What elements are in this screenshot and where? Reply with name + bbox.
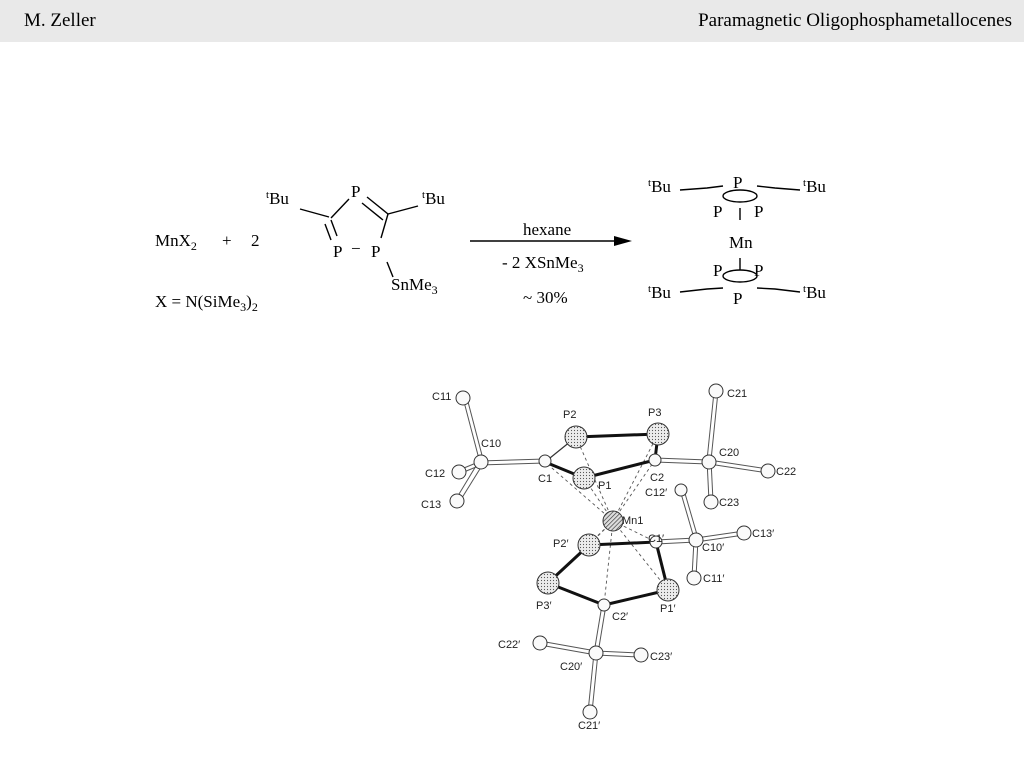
author-name: M. Zeller — [24, 10, 96, 31]
crystal-structure: C11 C10 C12 C13 C1 P2 P3 P1 C2 C21 C20 C… — [421, 383, 796, 732]
atom-label-p3-prime: P3′ — [536, 600, 552, 612]
atom-label-mn1: Mn1 — [622, 515, 643, 527]
atom-label-c11-prime: C11′ — [703, 573, 724, 585]
atom-label-c10: C10 — [481, 438, 501, 450]
atom-label-c21-prime: C21′ — [578, 720, 600, 732]
atom-label-c13: C13 — [421, 499, 441, 511]
atom-label-c11: C11 — [432, 391, 451, 403]
atom-label-c13-prime: C13′ — [752, 528, 774, 540]
tbu-bottom-left: tBu — [648, 283, 671, 302]
arrow-yield: ~ 30% — [523, 288, 568, 307]
atom-label-c20: C20 — [719, 447, 739, 459]
atom-label-p3: P3 — [648, 407, 661, 419]
arrow-byproduct: - 2 XSnMe3 — [502, 253, 584, 275]
atom-label-c12-prime: C12′ — [645, 487, 667, 499]
plus-sign: + — [222, 231, 232, 250]
ring-p-top: P — [351, 182, 361, 201]
slide-header: M. Zeller Paramagnetic Oligophosphametal… — [0, 0, 1024, 42]
slide-title: Paramagnetic Oligophosphametallocenes — [698, 10, 1012, 31]
tbu-bottom-right: tBu — [803, 283, 826, 302]
product-bottom-p-right: P — [754, 261, 764, 280]
atom-label-c23: C23 — [719, 497, 739, 509]
tbu-left-reactant: tBu — [266, 189, 289, 208]
tbu-top-right: tBu — [803, 177, 826, 196]
scheme-bonds — [299, 185, 801, 293]
atom-label-p1-prime: P1′ — [660, 603, 676, 615]
atom-label-c21: C21 — [727, 388, 747, 400]
atom-label-c2-prime: C2′ — [612, 611, 628, 623]
atom-label-p2-prime: P2′ — [553, 538, 569, 550]
coefficient: 2 — [251, 231, 260, 250]
reagent-mnx2: MnX2 — [155, 231, 197, 253]
atom-label-c22-prime: C22′ — [498, 639, 520, 651]
product-top-p-apex: P — [733, 173, 743, 192]
atom-label-c23-prime: C23′ — [650, 651, 672, 663]
ring-pp-bond: − — [351, 239, 361, 258]
tbu-right-reactant: tBu — [422, 189, 445, 208]
atom-label-c22: C22 — [776, 466, 796, 478]
x-definition: X = N(SiMe3)2 — [155, 292, 258, 314]
atom-label-p1: P1 — [598, 480, 611, 492]
atom-label-c2: C2 — [650, 472, 664, 484]
snme3-group: SnMe3 — [391, 275, 438, 297]
product-bottom-p-left: P — [713, 261, 723, 280]
tbu-top-left: tBu — [648, 177, 671, 196]
atom-label-c20-prime: C20′ — [560, 661, 582, 673]
arrow-solvent: hexane — [523, 220, 572, 239]
ring-p-left: P — [333, 242, 343, 261]
atom-label-p2: P2 — [563, 409, 576, 421]
atom-label-c12: C12 — [425, 468, 445, 480]
product-top-p-right: P — [754, 202, 764, 221]
product-metal: Mn — [729, 233, 753, 252]
atom-label-c1-prime: C1′ — [648, 533, 664, 545]
atom-label-c1: C1 — [538, 473, 552, 485]
atom-label-c10-prime: C10′ — [702, 542, 724, 554]
product-top-p-left: P — [713, 202, 723, 221]
product-bottom-p-apex: P — [733, 289, 743, 308]
ring-p-right: P — [371, 242, 381, 261]
